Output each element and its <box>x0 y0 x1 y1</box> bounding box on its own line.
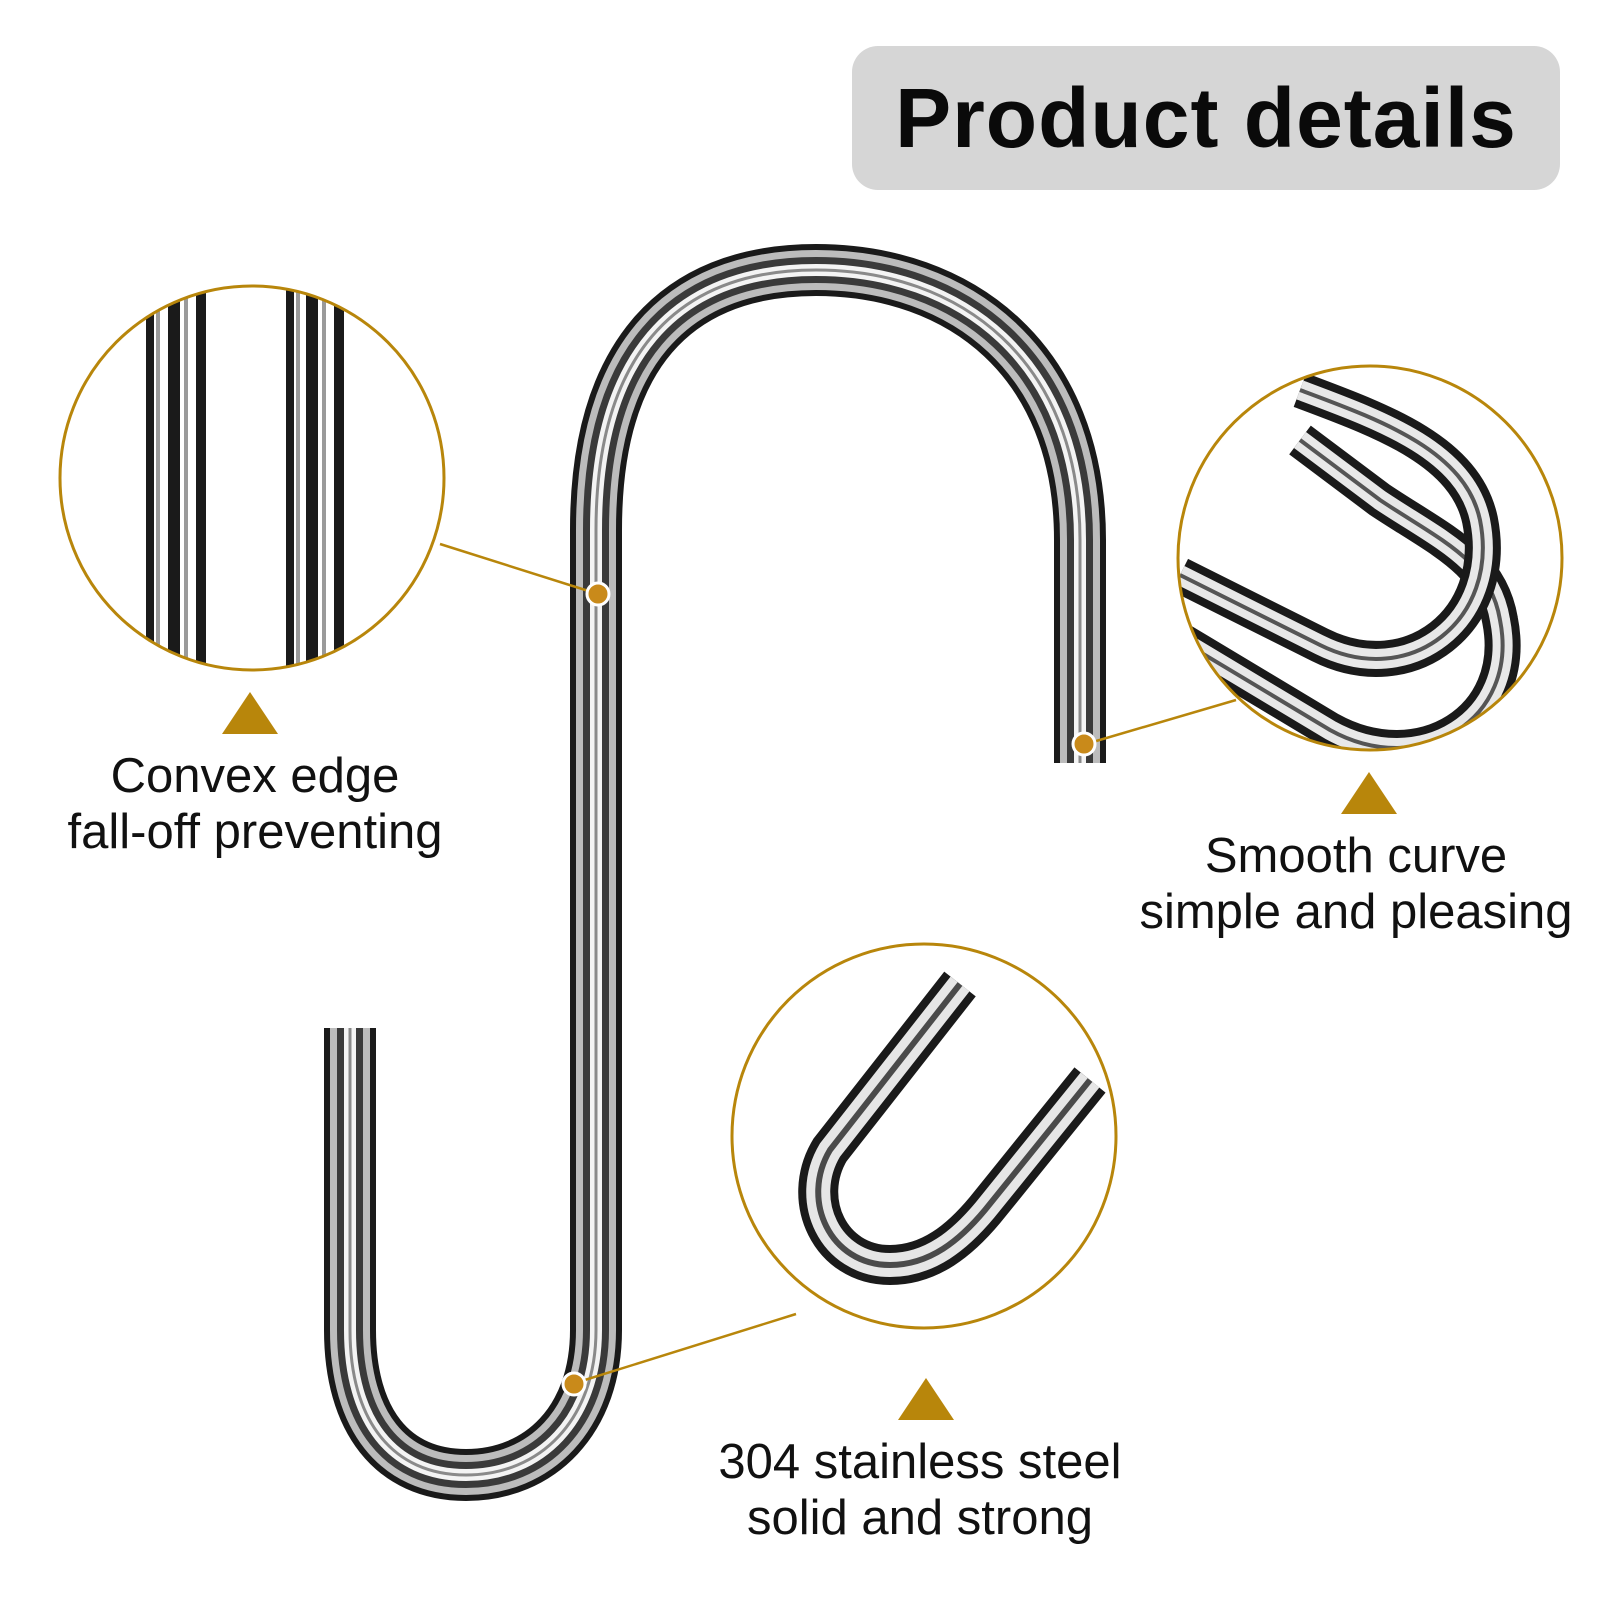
caption-smooth-curve: Smooth curve simple and pleasing <box>1116 828 1596 940</box>
caption-line: solid and strong <box>747 1491 1093 1545</box>
caption-convex-edge: Convex edge fall-off preventing <box>20 748 490 860</box>
zoom-circle-convex-edge <box>58 284 446 672</box>
title-badge: Product details <box>852 46 1560 190</box>
caption-line: simple and pleasing <box>1139 885 1573 939</box>
zoom-circle-stainless-steel <box>730 942 1118 1330</box>
callout-dot-steel <box>561 1371 587 1397</box>
triangle-up-icon <box>898 1378 954 1420</box>
leader-lines <box>439 542 1237 1386</box>
caption-line: 304 stainless steel <box>718 1435 1122 1489</box>
caption-line: fall-off preventing <box>67 805 443 859</box>
zoom-circle-smooth-curve <box>1176 364 1564 752</box>
s-hook <box>324 243 1106 1502</box>
callout-dot-curve <box>1071 731 1097 757</box>
caption-line: Convex edge <box>110 749 400 803</box>
page-title: Product details <box>895 70 1517 165</box>
triangle-up-icon <box>222 692 278 734</box>
callout-dot-convex <box>585 581 611 607</box>
caption-line: Smooth curve <box>1204 829 1508 883</box>
callout-dots <box>561 581 1097 1397</box>
triangle-up-icon <box>1341 772 1397 814</box>
caption-stainless-steel: 304 stainless steel solid and strong <box>670 1434 1170 1546</box>
